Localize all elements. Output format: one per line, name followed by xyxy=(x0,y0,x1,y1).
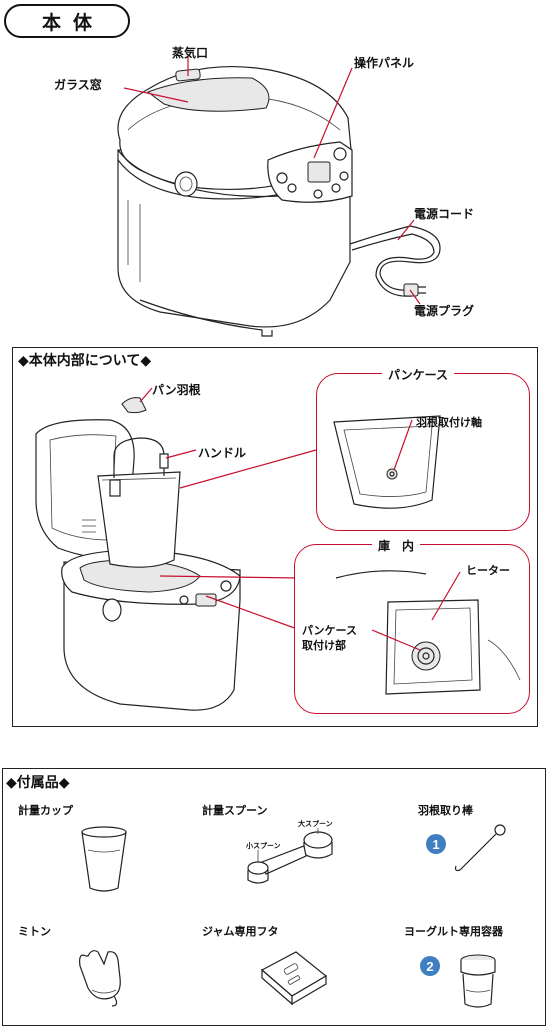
spoon-large-label: 大スプーン xyxy=(298,820,333,828)
accessory-mitten-label: ミトン xyxy=(18,925,51,938)
badge-2-icon: 2 xyxy=(420,956,440,976)
label-glass-window: ガラス窓 xyxy=(54,78,102,92)
yogurt-container-icon xyxy=(460,954,496,1008)
accessory-measuring-spoon-label: 計量スプーン xyxy=(202,804,268,817)
measuring-spoon-icon xyxy=(247,828,333,884)
blade-remover-icon xyxy=(454,824,506,872)
jam-lid-icon xyxy=(260,951,328,1006)
measuring-cup-icon xyxy=(81,826,127,892)
section-title-main-unit: 本体 xyxy=(4,4,130,38)
interior-heading: ◆本体内部について◆ xyxy=(18,353,152,369)
label-blade-shaft: 羽根取付け軸 xyxy=(416,416,482,429)
label-power-plug: 電源プラグ xyxy=(414,304,475,318)
accessory-yogurt-container-label: ヨーグルト専用容器 xyxy=(404,925,503,938)
accessories-heading: ◆付属品◆ xyxy=(6,775,70,791)
pan-case-callout-title: パンケース xyxy=(382,366,455,383)
accessories-panel xyxy=(2,768,546,1026)
spoon-small-label: 小スプーン xyxy=(246,842,281,850)
label-heater: ヒーター xyxy=(466,564,510,577)
label-mount-line2: 取付け部 xyxy=(302,639,346,652)
label-control-panel: 操作パネル xyxy=(354,56,415,70)
mitten-icon xyxy=(79,950,121,1007)
label-power-cord: 電源コード xyxy=(414,207,475,221)
accessory-measuring-cup-label: 計量カップ xyxy=(18,804,73,817)
accessory-jam-lid-label: ジャム専用フタ xyxy=(202,925,279,938)
accessory-blade-remover-label: 羽根取り棒 xyxy=(418,804,473,817)
bread-maker-illustration xyxy=(117,56,441,337)
label-blade: パン羽根 xyxy=(152,383,201,397)
label-steam-vent: 蒸気口 xyxy=(172,46,209,60)
label-mount-line1: パンケース xyxy=(302,624,357,637)
label-handle: ハンドル xyxy=(198,446,247,460)
chamber-callout-title: 庫 内 xyxy=(372,537,421,554)
interior-panel xyxy=(12,347,538,727)
badge-1-icon: 1 xyxy=(426,834,446,854)
